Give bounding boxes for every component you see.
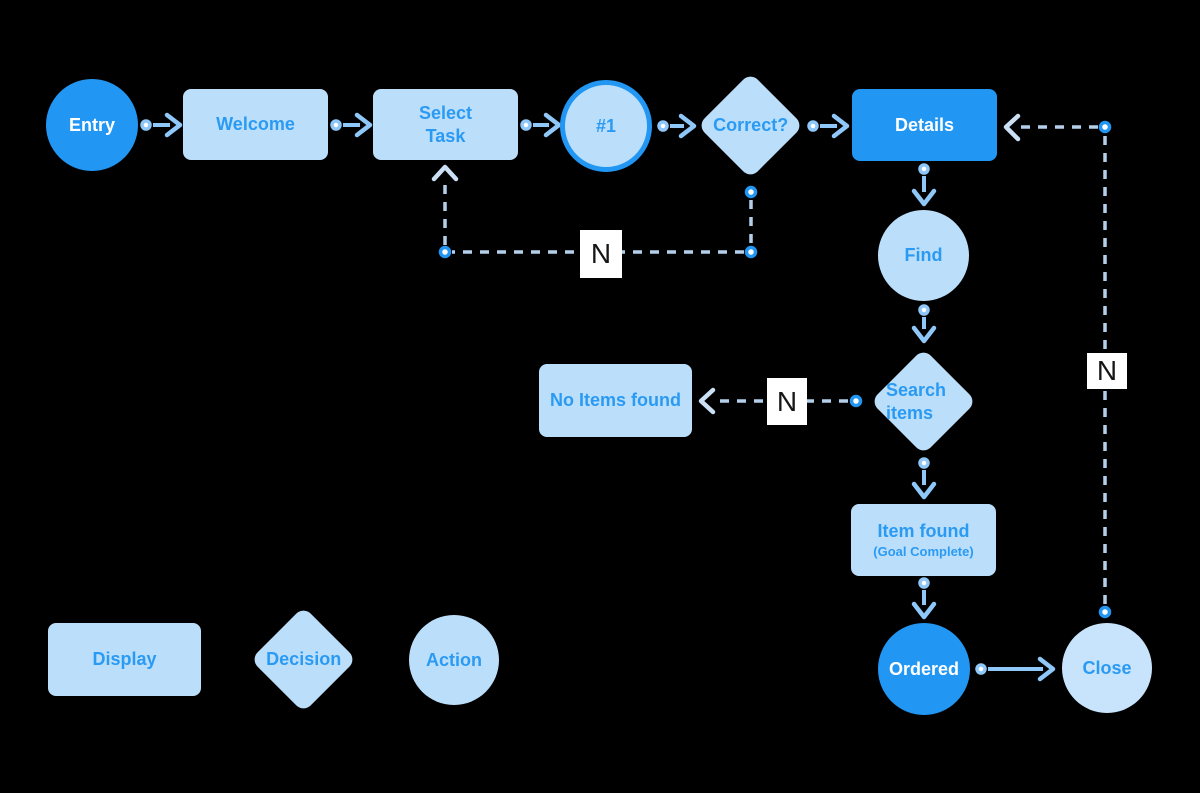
node-ordered-label: Ordered [888,658,960,679]
node-item-found-subtitle: (Goal Complete) [873,544,974,560]
node-step1-label: #1 [595,115,617,136]
connector-find-search-items [911,304,937,344]
connector-correct-n-select-task [431,164,758,259]
legend-display-shape: Display [48,623,201,696]
node-find-label: Find [904,245,943,266]
node-details: Details [852,89,997,161]
node-correct-label: Correct? [712,115,789,136]
legend-display-label: Display [92,649,157,670]
edge-label-close-loop: N [1087,353,1127,389]
node-no-items-found-label: No Items found [550,390,681,411]
node-entry: Entry [46,79,138,171]
node-close-label: Close [1082,657,1132,678]
legend-action-label: Action [426,649,482,670]
node-ordered: Ordered [878,623,970,715]
node-find: Find [878,210,969,301]
node-welcome: Welcome [183,89,328,160]
edge-label-no-items: N [767,378,807,425]
connector-ordered-close [975,656,1056,682]
legend-decision-label: Decision [265,649,342,670]
node-close: Close [1062,623,1152,713]
node-step1: #1 [560,80,652,172]
connector-details-find [911,163,937,207]
node-details-label: Details [894,114,955,135]
node-no-items-found: No Items found [539,364,692,437]
node-select-task-label: Select Task [418,103,473,146]
edge-label-retry: N [580,230,622,278]
node-entry-label: Entry [68,114,115,135]
connector-step1-correct [657,113,697,139]
edge-label-retry-text: N [590,238,612,269]
node-select-task: Select Task [373,89,518,160]
connector-correct-details [807,113,850,139]
legend-action-shape: Action [409,615,499,705]
node-item-found: Item found (Goal Complete) [851,504,996,576]
connector-entry-welcome [140,112,183,138]
node-search-items-label: Search items [886,380,947,423]
node-item-found-label: Item found [877,520,970,541]
connector-select-task-step1 [520,112,562,138]
edge-label-no-items-text: N [776,385,798,417]
connector-search-items-n-no-items [698,387,863,415]
connector-welcome-select-task [330,112,373,138]
connector-search-items-item-found [911,457,937,500]
connector-close-n-details [1003,113,1112,619]
edge-label-close-loop-text: N [1096,355,1118,386]
connector-item-found-ordered [911,577,937,620]
node-welcome-label: Welcome [216,114,295,135]
